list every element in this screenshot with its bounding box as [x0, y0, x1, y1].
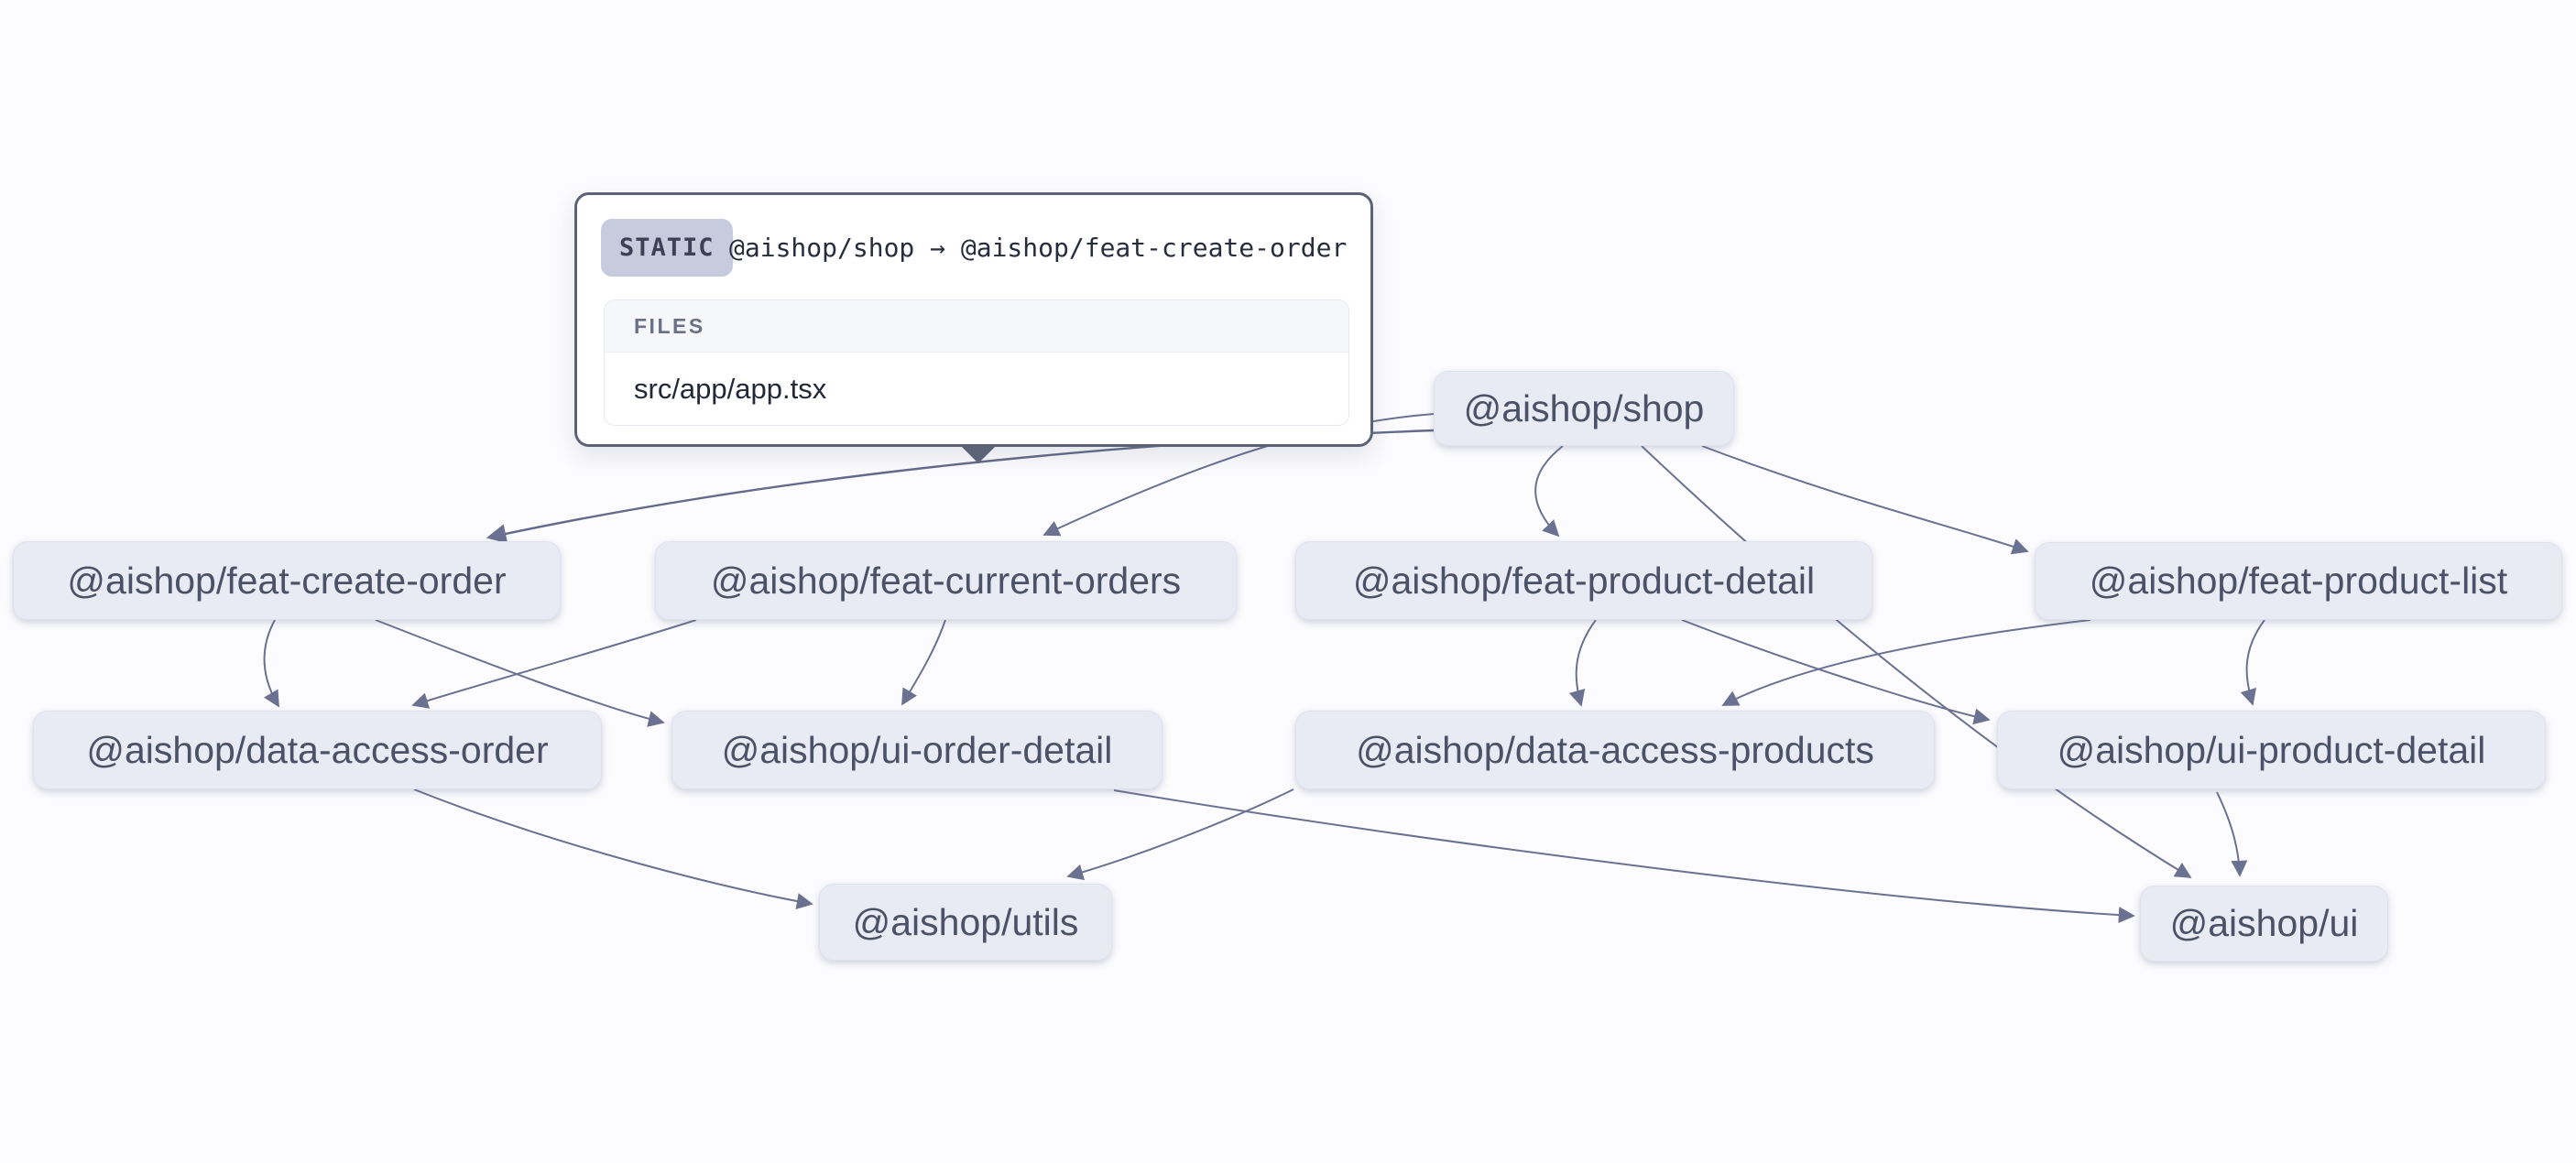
node-data-access-products[interactable]: @aishop/data-access-products	[1295, 711, 1935, 789]
edge-shop-to-feat-product-list[interactable]	[1701, 445, 2029, 555]
files-panel: FILES src/app/app.tsx	[604, 299, 1349, 426]
edge-shop-to-feat-current-orders[interactable]	[1042, 413, 1435, 537]
edge-feat-product-detail-to-ui-product-detail[interactable]	[1681, 619, 1991, 725]
edge-feat-create-order-to-ui-order-detail[interactable]	[375, 619, 665, 727]
node-feat-product-list[interactable]: @aishop/feat-product-list	[2035, 542, 2562, 620]
tooltip-pointer-icon	[962, 447, 995, 463]
file-path: src/app/app.tsx	[634, 372, 827, 405]
edge-feat-current-orders-to-ui-order-detail[interactable]	[901, 619, 946, 706]
node-feat-product-detail[interactable]: @aishop/feat-product-detail	[1295, 541, 1872, 620]
edge-type-badge: STATIC	[601, 219, 733, 277]
node-data-access-order[interactable]: @aishop/data-access-order	[33, 711, 602, 789]
edge-data-access-order-to-utils[interactable]	[413, 788, 813, 909]
node-ui[interactable]: @aishop/ui	[2140, 886, 2388, 962]
edge-tooltip: STATIC @aishop/shop → @aishop/feat-creat…	[574, 192, 1373, 463]
node-shop[interactable]: @aishop/shop	[1434, 371, 1734, 446]
node-feat-current-orders[interactable]: @aishop/feat-current-orders	[655, 541, 1237, 620]
edge-ui-product-detail-to-ui[interactable]	[2216, 791, 2248, 877]
edge-feat-product-detail-to-data-access-products[interactable]	[1568, 619, 1597, 707]
node-feat-create-order[interactable]: @aishop/feat-create-order	[13, 541, 561, 620]
files-header: FILES	[605, 300, 1348, 353]
edge-shop-to-feat-product-detail[interactable]	[1534, 445, 1564, 538]
edge-feat-product-list-to-ui-product-detail[interactable]	[2240, 619, 2265, 706]
edge-ui-order-detail-to-ui[interactable]	[1113, 789, 2135, 924]
node-ui-order-detail[interactable]: @aishop/ui-order-detail	[671, 711, 1162, 789]
edge-feat-product-list-to-data-access-products[interactable]	[1721, 619, 2091, 706]
edge-shop-to-ui[interactable]	[1641, 445, 2192, 878]
edge-feat-create-order-to-data-access-order[interactable]	[263, 619, 279, 708]
edge-data-access-products-to-utils[interactable]	[1066, 788, 1294, 881]
edge-feat-current-orders-to-data-access-order[interactable]	[411, 619, 697, 709]
edge-relation-label: @aishop/shop → @aishop/feat-create-order	[729, 233, 1348, 263]
node-ui-product-detail[interactable]: @aishop/ui-product-detail	[1997, 711, 2546, 789]
node-utils[interactable]: @aishop/utils	[819, 884, 1112, 961]
